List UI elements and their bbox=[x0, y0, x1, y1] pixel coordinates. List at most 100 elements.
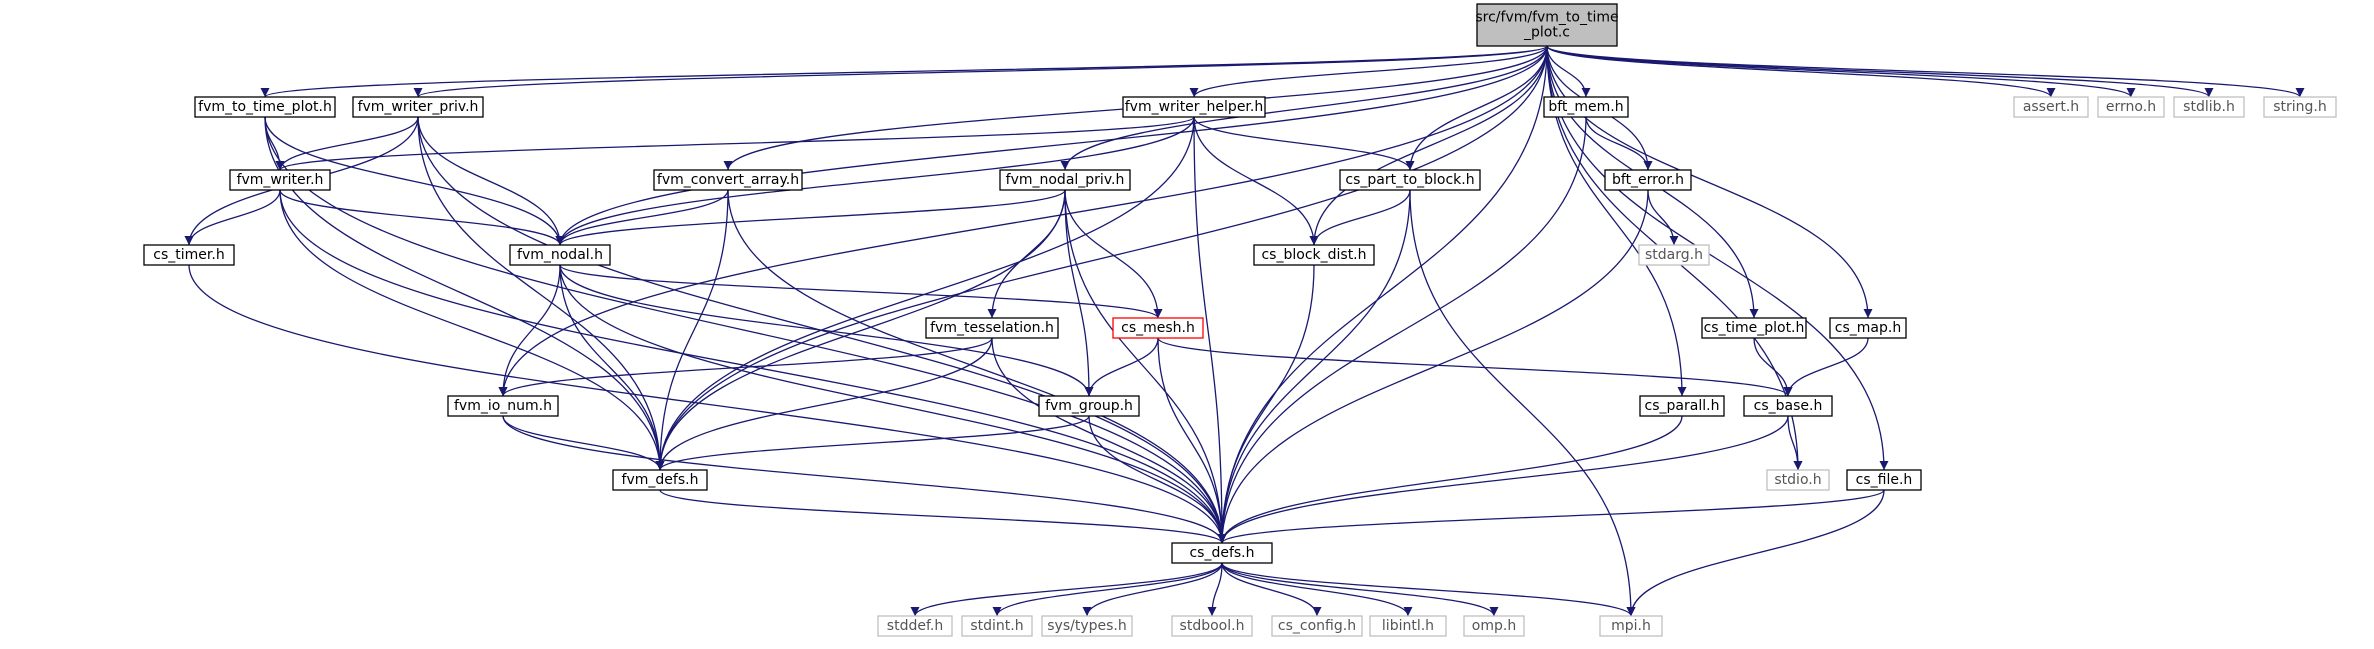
edge-fvm_writer_priv_h-to-fvm_nodal_h bbox=[417, 116, 565, 246]
edge-cs_map_h-to-cs_base_h bbox=[1783, 337, 1869, 397]
edge-fvm_convert_array_h-to-fvm_defs_h bbox=[655, 189, 729, 471]
node-bft-mem-h[interactable]: bft_mem.h bbox=[1543, 96, 1629, 118]
node-fvm-writer-priv-h[interactable]: fvm_writer_priv.h bbox=[352, 96, 484, 118]
node-mpi-h[interactable]: mpi.h bbox=[1599, 615, 1663, 637]
node-fvm-writer-h[interactable]: fvm_writer.h bbox=[229, 169, 331, 191]
node-fvm-to-time-plot-h[interactable]: fvm_to_time_plot.h bbox=[194, 96, 336, 118]
node-fvm-group-h[interactable]: fvm_group.h bbox=[1038, 395, 1140, 417]
node-errno-h[interactable]: errno.h bbox=[2097, 96, 2165, 118]
node-box bbox=[2013, 96, 2089, 118]
node-box bbox=[2263, 96, 2337, 118]
node-box bbox=[1038, 395, 1140, 417]
node-stdint-h[interactable]: stdint.h bbox=[961, 615, 1033, 637]
node-label: fvm_group.h bbox=[1045, 398, 1133, 414]
node-cs-mesh-h[interactable]: cs_mesh.h bbox=[1112, 317, 1204, 339]
node-box bbox=[1122, 96, 1266, 118]
edge-fvm_group_h-to-fvm_defs_h bbox=[655, 415, 1090, 471]
node-fvm-nodal-h[interactable]: fvm_nodal.h bbox=[509, 244, 611, 266]
node-fvm-defs-h[interactable]: fvm_defs.h bbox=[612, 469, 708, 491]
edge-root-to-fvm_defs_h bbox=[655, 45, 1548, 471]
node-box bbox=[2097, 96, 2165, 118]
node-label: fvm_nodal.h bbox=[517, 247, 603, 263]
node-fvm-io-num-h[interactable]: fvm_io_num.h bbox=[447, 395, 559, 417]
edge-fvm_nodal_priv_h-to-cs_mesh_h bbox=[1064, 189, 1163, 319]
node-cs-time-plot-h[interactable]: cs_time_plot.h bbox=[1701, 317, 1807, 339]
node-box bbox=[1846, 469, 1922, 491]
edge-fvm_nodal_h-to-fvm_group_h bbox=[559, 264, 1094, 397]
edge-root-to-cs_defs_h bbox=[1217, 45, 1548, 544]
node-box bbox=[194, 96, 336, 118]
node-stdarg-h[interactable]: stdarg.h bbox=[1638, 244, 1710, 266]
edge-root-to-fvm_nodal_priv_h bbox=[1060, 45, 1548, 171]
edge-root-to-cs_part_to_block_h bbox=[1405, 45, 1548, 171]
node-fvm-nodal-priv-h[interactable]: fvm_nodal_priv.h bbox=[999, 169, 1131, 191]
edge-fvm_group_h-to-cs_defs_h bbox=[1088, 415, 1227, 544]
edge-fvm_to_time_plot_h-to-cs_defs_h bbox=[264, 116, 1227, 544]
node-label: cs_map.h bbox=[1835, 320, 1901, 336]
edge-fvm_tesselation_h-to-fvm_io_num_h bbox=[498, 337, 993, 397]
node-box bbox=[1766, 469, 1830, 491]
node-assert-h[interactable]: assert.h bbox=[2013, 96, 2089, 118]
node-box bbox=[1171, 542, 1273, 564]
node-stdlib-h[interactable]: stdlib.h bbox=[2173, 96, 2245, 118]
node-box bbox=[1543, 96, 1629, 118]
node-box bbox=[1701, 317, 1807, 339]
edge-fvm_writer_h-to-cs_timer_h bbox=[184, 189, 281, 246]
edge-cs_base_h-to-stdio_h bbox=[1787, 415, 1803, 471]
node-box bbox=[653, 169, 803, 191]
node-label: cs_block_dist.h bbox=[1261, 247, 1366, 263]
edge-cs_mesh_h-to-cs_base_h bbox=[1157, 337, 1793, 397]
node-cs-config-h[interactable]: cs_config.h bbox=[1271, 615, 1363, 637]
edge-fvm_nodal_priv_h-to-cs_defs_h bbox=[1064, 189, 1227, 544]
edge-bft_error_h-to-stdarg_h bbox=[1647, 189, 1679, 246]
node-box bbox=[999, 169, 1131, 191]
node-box bbox=[1112, 317, 1204, 339]
node-label: fvm_writer_helper.h bbox=[1125, 99, 1263, 115]
node-string-h[interactable]: string.h bbox=[2263, 96, 2337, 118]
node-libintl-h[interactable]: libintl.h bbox=[1369, 615, 1447, 637]
edge-cs_parall_h-to-cs_defs_h bbox=[1217, 415, 1683, 544]
edge-cs_timer_h-to-cs_defs_h bbox=[188, 264, 1227, 544]
node-bft-error-h[interactable]: bft_error.h bbox=[1604, 169, 1692, 191]
node-stddef-h[interactable]: stddef.h bbox=[877, 615, 953, 637]
node-label: stddef.h bbox=[887, 618, 943, 634]
edge-fvm_to_time_plot_h-to-fvm_nodal_h bbox=[264, 116, 565, 246]
node-cs-parall-h[interactable]: cs_parall.h bbox=[1639, 395, 1725, 417]
node-label: cs_timer.h bbox=[153, 247, 224, 263]
edge-fvm_convert_array_h-to-cs_defs_h bbox=[727, 189, 1227, 544]
node-cs-defs-h[interactable]: cs_defs.h bbox=[1171, 542, 1273, 564]
node-cs-part-to-block-h[interactable]: cs_part_to_block.h bbox=[1339, 169, 1481, 191]
node-fvm-writer-helper-h[interactable]: fvm_writer_helper.h bbox=[1122, 96, 1266, 118]
edge-fvm_writer_priv_h-to-fvm_defs_h bbox=[417, 116, 665, 471]
node-cs-timer-h[interactable]: cs_timer.h bbox=[143, 244, 235, 266]
edge-root-to-cs_block_dist_h bbox=[1309, 45, 1548, 246]
node-root[interactable]: src/fvm/fvm_to_time_plot.c bbox=[1475, 3, 1619, 47]
node-fvm-convert-array-h[interactable]: fvm_convert_array.h bbox=[653, 169, 803, 191]
edge-cs_mesh_h-to-cs_defs_h bbox=[1157, 337, 1227, 544]
edge-root-to-cs_map_h bbox=[1546, 45, 1873, 319]
node-box bbox=[229, 169, 331, 191]
edge-fvm_io_num_h-to-cs_defs_h bbox=[502, 415, 1227, 544]
node-label: bft_error.h bbox=[1612, 172, 1684, 188]
node-cs-base-h[interactable]: cs_base.h bbox=[1743, 395, 1833, 417]
node-label: stdarg.h bbox=[1645, 247, 1703, 263]
node-box bbox=[447, 395, 559, 417]
edge-root-to-stdlib_h bbox=[1546, 45, 2214, 98]
node-stdbool-h[interactable]: stdbool.h bbox=[1171, 615, 1253, 637]
edge-root-to-errno_h bbox=[1546, 45, 2136, 98]
edge-fvm_nodal_priv_h-to-fvm_group_h bbox=[1064, 189, 1094, 397]
node-label: fvm_nodal_priv.h bbox=[1006, 172, 1125, 188]
file-nodes: src/fvm/fvm_to_time_plot.c fvm_to_time_pl… bbox=[143, 3, 2337, 637]
edge-cs_block_dist_h-to-cs_defs_h bbox=[1217, 264, 1315, 544]
node-omp-h[interactable]: omp.h bbox=[1463, 615, 1525, 637]
node-cs-block-dist-h[interactable]: cs_block_dist.h bbox=[1253, 244, 1375, 266]
edge-fvm_nodal_priv_h-to-fvm_nodal_h bbox=[555, 189, 1066, 246]
node-box bbox=[1604, 169, 1692, 191]
node-box bbox=[1271, 615, 1363, 637]
node-cs-file-h[interactable]: cs_file.h bbox=[1846, 469, 1922, 491]
node-stdio-h[interactable]: stdio.h bbox=[1766, 469, 1830, 491]
node-sys-types-h[interactable]: sys/types.h bbox=[1041, 615, 1133, 637]
node-cs-map-h[interactable]: cs_map.h bbox=[1829, 317, 1907, 339]
node-fvm-tesselation-h[interactable]: fvm_tesselation.h bbox=[925, 317, 1059, 339]
node-box bbox=[1253, 244, 1375, 266]
